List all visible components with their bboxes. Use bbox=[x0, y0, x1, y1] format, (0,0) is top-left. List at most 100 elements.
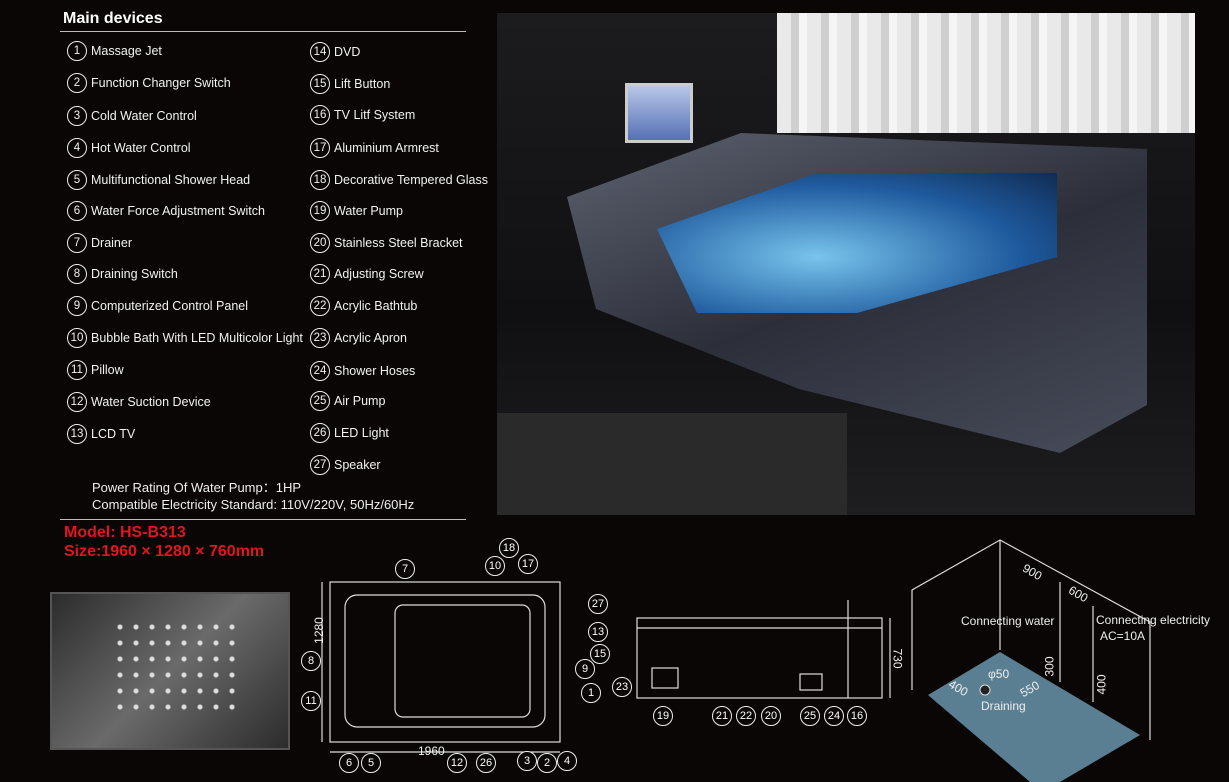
device-label: LED Light bbox=[334, 426, 389, 440]
number-badge: 4 bbox=[67, 138, 87, 158]
bathtub-photo bbox=[497, 13, 1195, 515]
device-label: DVD bbox=[334, 45, 361, 59]
callout-number: 12 bbox=[447, 753, 467, 773]
number-badge: 1 bbox=[67, 41, 87, 61]
jet-grid bbox=[112, 619, 242, 719]
callout-number: 7 bbox=[395, 559, 415, 579]
device-label: Adjusting Screw bbox=[334, 267, 424, 281]
callout-number: 2 bbox=[537, 753, 557, 773]
floor bbox=[928, 652, 1140, 782]
callout-number: 5 bbox=[361, 753, 381, 773]
callout-number: 1 bbox=[581, 683, 601, 703]
callout-number: 21 bbox=[712, 706, 732, 726]
device-item: 7 Drainer bbox=[67, 233, 132, 253]
callout-number: 13 bbox=[588, 622, 608, 642]
side-view-outline bbox=[636, 617, 883, 699]
device-label: Water Force Adjustment Switch bbox=[91, 204, 265, 218]
callout-number: 9 bbox=[575, 659, 595, 679]
device-item: 14 DVD bbox=[310, 42, 360, 62]
number-badge: 5 bbox=[67, 170, 87, 190]
callout-number: 8 bbox=[301, 651, 321, 671]
number-badge: 13 bbox=[67, 424, 87, 444]
number-badge: 23 bbox=[310, 328, 330, 348]
device-label: Shower Hoses bbox=[334, 364, 416, 378]
connecting-electricity-label: Connecting electricity bbox=[1096, 613, 1211, 627]
device-item: 18 Decorative Tempered Glass bbox=[310, 170, 488, 190]
number-badge: 7 bbox=[67, 233, 87, 253]
section-title: Main devices bbox=[63, 10, 163, 27]
number-badge: 8 bbox=[67, 264, 87, 284]
number-badge: 14 bbox=[310, 42, 330, 62]
number-badge: 17 bbox=[310, 138, 330, 158]
callout-number: 15 bbox=[590, 644, 610, 664]
device-label: LCD TV bbox=[91, 427, 136, 441]
number-badge: 26 bbox=[310, 423, 330, 443]
device-label: Stainless Steel Bracket bbox=[334, 236, 463, 250]
callout-number: 4 bbox=[557, 751, 577, 771]
draining-label: Draining bbox=[981, 699, 1026, 713]
device-label: Computerized Control Panel bbox=[91, 299, 249, 313]
device-label: Acrylic Bathtub bbox=[334, 299, 418, 313]
device-item: 12 Water Suction Device bbox=[67, 392, 211, 412]
lcd-tv bbox=[625, 83, 693, 143]
dim-300: 300 bbox=[1042, 656, 1057, 677]
number-badge: 12 bbox=[67, 392, 87, 412]
model-label: Model: HS-B313 bbox=[64, 524, 186, 541]
ac-label: AC=10A bbox=[1100, 629, 1146, 643]
number-badge: 18 bbox=[310, 170, 330, 190]
depth-dimension: 1280 bbox=[311, 617, 326, 644]
device-item: 8 Draining Switch bbox=[67, 264, 178, 284]
callout-number: 25 bbox=[800, 706, 820, 726]
number-badge: 27 bbox=[310, 455, 330, 475]
device-label: Drainer bbox=[91, 236, 132, 250]
device-label: Water Pump bbox=[334, 204, 404, 218]
size-label: Size:1960 × 1280 × 760mm bbox=[64, 543, 265, 560]
rug bbox=[497, 413, 847, 515]
power-spec: Power Rating Of Water Pump：1HP bbox=[92, 480, 302, 495]
device-label: Water Suction Device bbox=[91, 395, 211, 409]
device-label: Bubble Bath With LED Multicolor Light bbox=[91, 331, 303, 345]
callout-number: 3 bbox=[517, 751, 537, 771]
device-item: 26 LED Light bbox=[310, 423, 389, 443]
callout-number: 26 bbox=[476, 753, 496, 773]
dim-400-v: 400 bbox=[1094, 674, 1109, 695]
device-item: 16 TV Litf System bbox=[310, 105, 415, 125]
number-badge: 19 bbox=[310, 201, 330, 221]
device-label: Pillow bbox=[91, 363, 124, 377]
device-item: 6 Water Force Adjustment Switch bbox=[67, 201, 265, 221]
callout-number: 6 bbox=[339, 753, 359, 773]
number-badge: 21 bbox=[310, 264, 330, 284]
device-label: Air Pump bbox=[334, 394, 386, 408]
device-label: Decorative Tempered Glass bbox=[334, 173, 489, 187]
device-item: 3 Cold Water Control bbox=[67, 106, 197, 126]
callout-number: 18 bbox=[499, 538, 519, 558]
number-badge: 24 bbox=[310, 361, 330, 381]
electricity-spec: Compatible Electricity Standard: 110V/22… bbox=[92, 497, 415, 512]
number-badge: 16 bbox=[310, 105, 330, 125]
device-label: Cold Water Control bbox=[91, 109, 197, 123]
device-item: 20 Stainless Steel Bracket bbox=[310, 233, 463, 253]
number-badge: 20 bbox=[310, 233, 330, 253]
device-label: Multifunctional Shower Head bbox=[91, 173, 251, 187]
device-item: 22 Acrylic Bathtub bbox=[310, 296, 417, 316]
callout-number: 20 bbox=[761, 706, 781, 726]
connecting-water-label: Connecting water bbox=[961, 614, 1055, 628]
number-badge: 3 bbox=[67, 106, 87, 126]
divider bbox=[60, 31, 466, 32]
device-item: 19 Water Pump bbox=[310, 201, 403, 221]
number-badge: 15 bbox=[310, 74, 330, 94]
device-item: 5 Multifunctional Shower Head bbox=[67, 170, 250, 190]
device-label: Hot Water Control bbox=[91, 141, 191, 155]
device-item: 4 Hot Water Control bbox=[67, 138, 191, 158]
device-label: Draining Switch bbox=[91, 267, 178, 281]
number-badge: 6 bbox=[67, 201, 87, 221]
callout-number: 22 bbox=[736, 706, 756, 726]
device-label: TV Litf System bbox=[334, 108, 416, 122]
number-badge: 22 bbox=[310, 296, 330, 316]
